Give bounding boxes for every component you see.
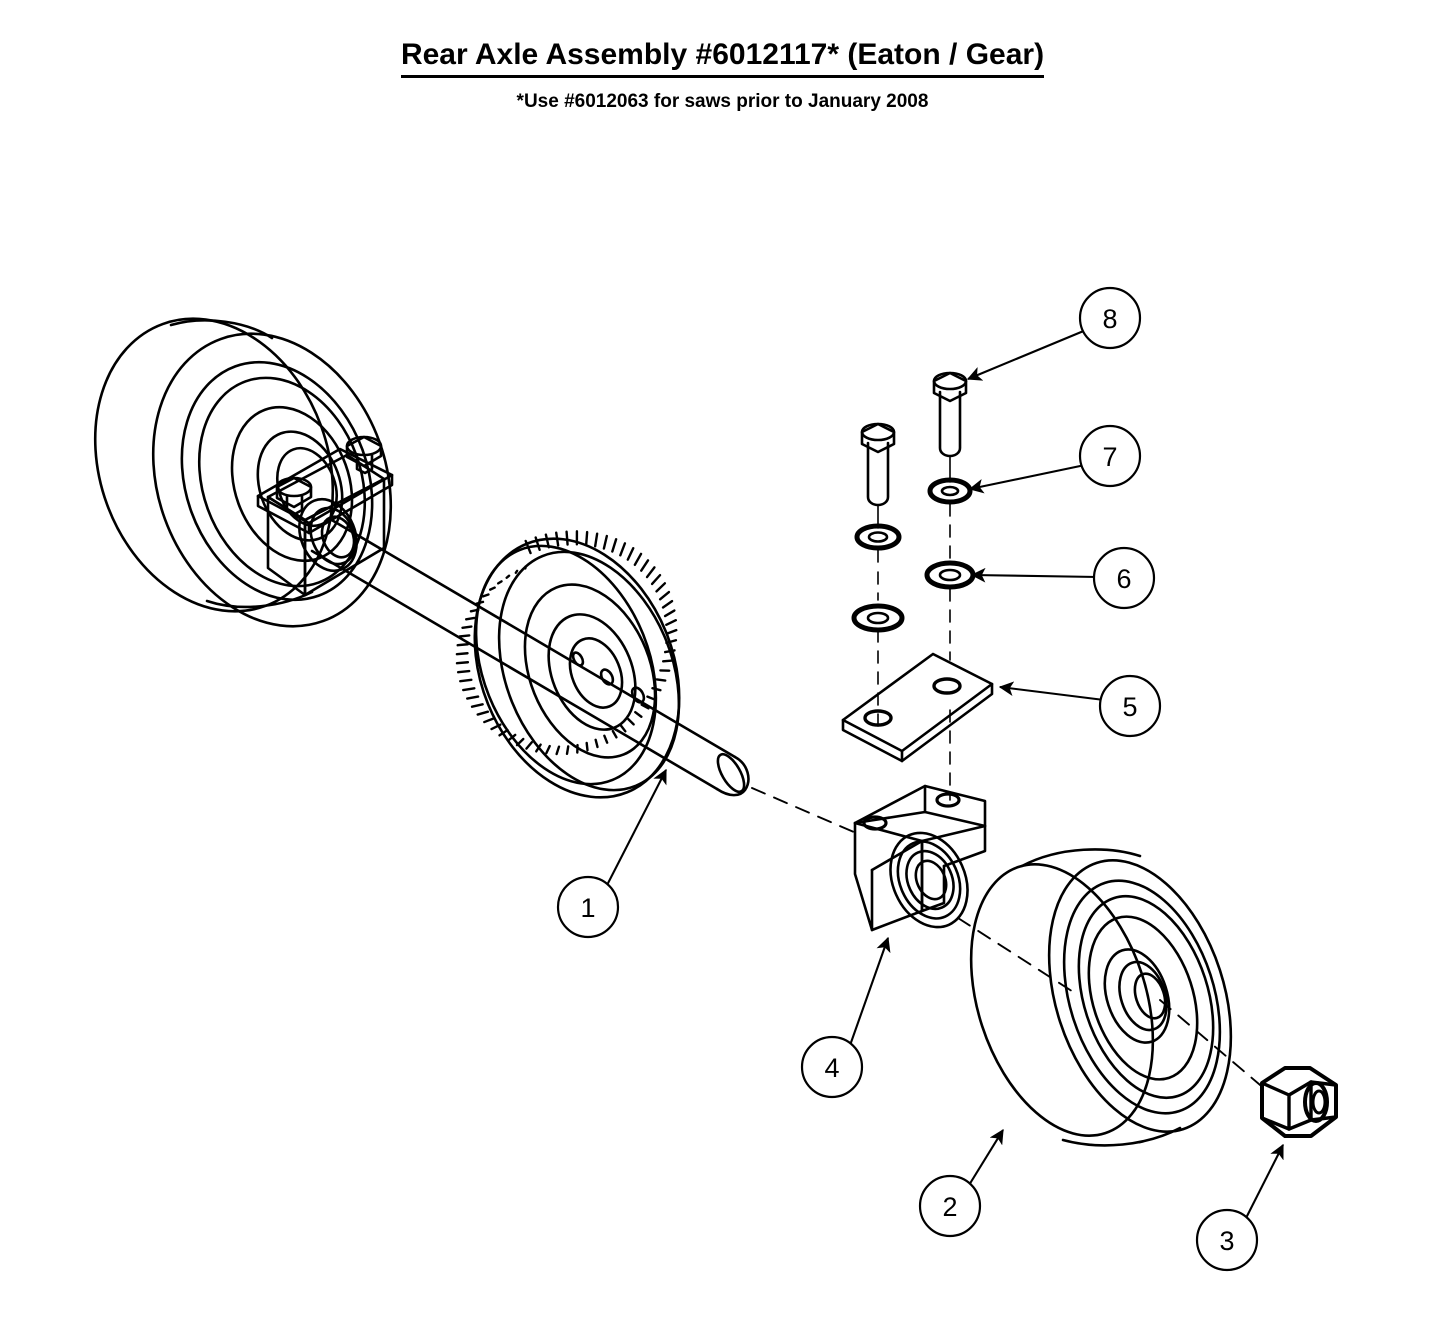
callout-balloon-6[interactable]: 6 [1092, 546, 1156, 610]
left-bolt-stack [851, 422, 905, 736]
callout-6-leader [970, 567, 1099, 583]
lock-nut-insert [1311, 1089, 1327, 1115]
right-lock-washer [927, 477, 973, 505]
callout-5-leader [998, 681, 1105, 702]
shaft-hole-3 [630, 686, 646, 704]
left-pillow-block-body [266, 453, 386, 597]
callout-balloon-2[interactable]: 2 [918, 1174, 982, 1238]
callout-2-leader [965, 1128, 1004, 1191]
callout-balloon-8[interactable]: 8 [1078, 286, 1142, 350]
drive-wheel-rim-2 [1077, 894, 1215, 1100]
axle-shaft [310, 517, 750, 797]
shaft-hole-2 [599, 668, 615, 686]
callout-layer: 1 2 3 4 5 6 7 [556, 286, 1284, 1272]
callout-2-label: 2 [942, 1192, 957, 1222]
gear-root-front [474, 544, 658, 786]
left-mounting-plate [256, 447, 394, 535]
wheel-nut-dashline [1159, 999, 1267, 1091]
drive-wheel-bore [1133, 972, 1167, 1020]
right-hex-bolt [932, 371, 968, 458]
left-wheel-tire-face [93, 317, 335, 613]
left-wheel-hub-inner [276, 446, 338, 528]
callout-balloon-4[interactable]: 4 [800, 1035, 864, 1099]
left-flat-washer [851, 603, 905, 633]
callout-5-label: 5 [1122, 692, 1137, 722]
pillow-block-hole-2 [935, 792, 961, 808]
callout-7-label: 7 [1102, 442, 1117, 472]
drive-wheel-hub-2 [1118, 960, 1168, 1032]
drive-wheel-tire-back [1047, 859, 1233, 1133]
left-wheel-rim-outer [180, 360, 374, 602]
bearing-race-2 [896, 840, 962, 920]
drive-wheel [969, 848, 1233, 1147]
callout-1-label: 1 [580, 893, 595, 923]
left-wheel-tread-top [169, 319, 274, 340]
left-hex-bolt [860, 422, 896, 507]
gear-web-outer [523, 583, 657, 759]
callout-3-label: 3 [1219, 1226, 1234, 1256]
callout-balloon-3[interactable]: 3 [1195, 1208, 1259, 1272]
callout-balloon-5[interactable]: 5 [1098, 674, 1162, 738]
gear-root-back [497, 550, 681, 792]
callout-3-leader [1242, 1143, 1284, 1225]
bearing-race-1 [889, 831, 969, 929]
left-plate-bolt-2 [345, 435, 383, 475]
lock-nut-bore [1303, 1081, 1329, 1123]
plate-hole-2 [932, 677, 962, 695]
left-wheel-tread-bottom [205, 590, 314, 609]
drive-wheel-tread-top [1020, 848, 1142, 868]
mounting-plate [841, 652, 994, 763]
left-plate-bolt-1 [275, 476, 313, 516]
shaft-hole-1 [571, 651, 585, 667]
shaft-assembly-dashline [751, 787, 857, 834]
page-subtitle: *Use #6012063 for saws prior to January … [516, 90, 929, 112]
title-block: Rear Axle Assembly #6012117* (Eaton / Ge… [0, 38, 1445, 112]
callout-6-label: 6 [1116, 564, 1131, 594]
left-lock-washer [854, 523, 902, 551]
gear-teeth [455, 530, 681, 799]
drive-wheel-dish [1087, 915, 1199, 1081]
drive-wheel-tread-bottom [1061, 1126, 1182, 1147]
callout-8-label: 8 [1102, 304, 1117, 334]
callout-8-leader [966, 329, 1087, 381]
drive-wheel-rim-1 [1062, 879, 1222, 1115]
callout-7-leader [968, 463, 1086, 494]
bearing-wheel-dashline [957, 917, 1079, 996]
bearing-bore [914, 859, 948, 901]
gear-hub [568, 637, 624, 709]
bearing-race-3 [905, 849, 955, 911]
drive-wheel-hub-1 [1103, 948, 1171, 1044]
pillow-block-hole-1 [862, 815, 888, 831]
page-title: Rear Axle Assembly #6012117* (Eaton / Ge… [400, 38, 1045, 78]
right-flat-washer [924, 560, 976, 590]
callout-balloon-1[interactable]: 1 [556, 875, 620, 939]
callout-4-label: 4 [824, 1053, 839, 1083]
callout-4-leader [847, 936, 891, 1052]
callout-balloon-7[interactable]: 7 [1078, 424, 1142, 488]
pillow-block-bearing [853, 784, 987, 932]
lock-nut [1260, 1066, 1338, 1138]
drive-gear [474, 544, 681, 792]
left-wheel-dish [230, 405, 354, 563]
gear-web-inner [547, 613, 637, 731]
plate-hole-1 [863, 709, 893, 727]
callout-1-leader [603, 768, 667, 892]
